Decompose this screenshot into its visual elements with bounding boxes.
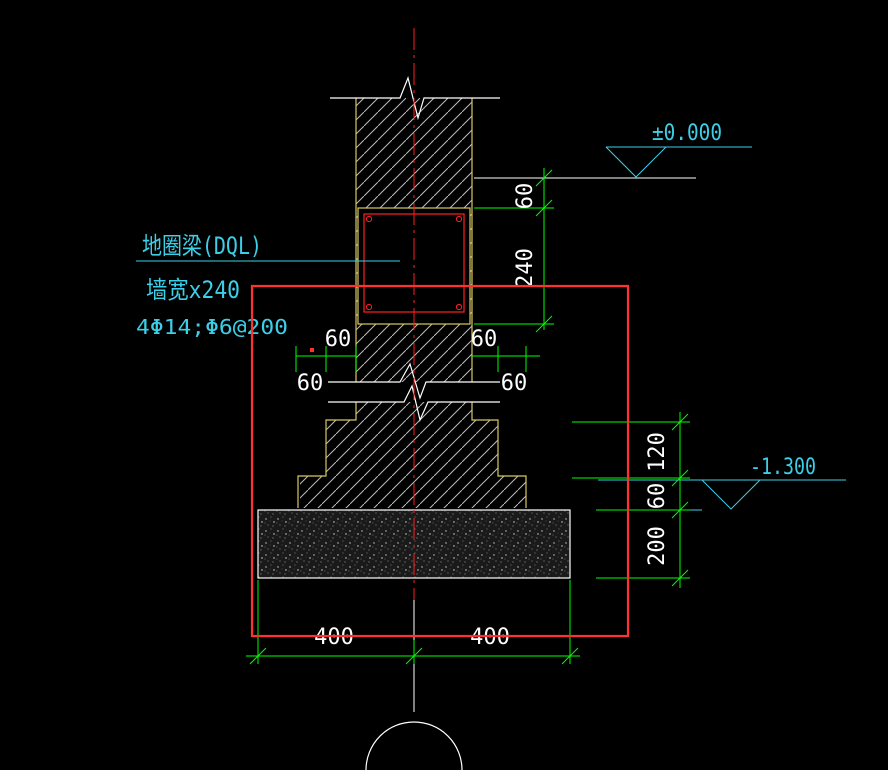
footing-left-outline <box>297 402 357 508</box>
top-break-line <box>330 76 500 121</box>
beam-annotation: 地圈梁(DQL) 墙宽x240 4Φ14;Φ6@200 <box>136 232 400 339</box>
mid-break-line-lower <box>328 384 500 422</box>
rebar-br <box>455 303 463 311</box>
dim-base-left: 400 <box>314 625 354 650</box>
axis-bubble <box>365 721 463 770</box>
dim-step-right: 60 <box>501 371 528 396</box>
mid-break-line-upper <box>328 362 500 400</box>
wall-width-label: 墙宽x240 <box>146 276 240 304</box>
dim-footing-step: 120 <box>645 432 670 472</box>
dim-beam-height: 240 <box>513 248 538 288</box>
dim-step-left: 60 <box>297 371 324 396</box>
footing-dimensions <box>572 412 690 588</box>
beam-name-label: 地圈梁(DQL) <box>142 232 262 260</box>
dim-footing-mid: 60 <box>645 483 670 510</box>
dim-step-left-top: 60 <box>325 327 352 352</box>
elevation-top-triangle <box>605 146 667 178</box>
stepped-footing-hatch <box>300 402 526 508</box>
base-dimensions <box>246 580 580 665</box>
elevation-top: ±0.000 <box>474 121 752 179</box>
grip-marker[interactable] <box>310 348 314 352</box>
dim-beam-offset: 60 <box>513 183 538 210</box>
step-dimensions <box>295 346 540 372</box>
elevation-bottom-label: -1.300 <box>750 455 816 480</box>
dim-base-right: 400 <box>470 625 510 650</box>
footing-right-outline <box>471 402 527 508</box>
beam-dimensions <box>474 168 554 333</box>
elevation-bottom: -1.300 <box>598 455 846 511</box>
rebar-tr <box>455 215 463 223</box>
elevation-bottom-triangle <box>701 479 761 510</box>
rebar-label: 4Φ14;Φ6@200 <box>136 315 288 339</box>
rebar-tl <box>365 215 373 223</box>
selection-rectangle[interactable] <box>250 284 630 638</box>
dim-step-right-top: 60 <box>471 327 498 352</box>
rebar-bl <box>365 303 373 311</box>
elevation-top-label: ±0.000 <box>652 121 722 146</box>
dim-pad-height: 200 <box>645 526 670 566</box>
